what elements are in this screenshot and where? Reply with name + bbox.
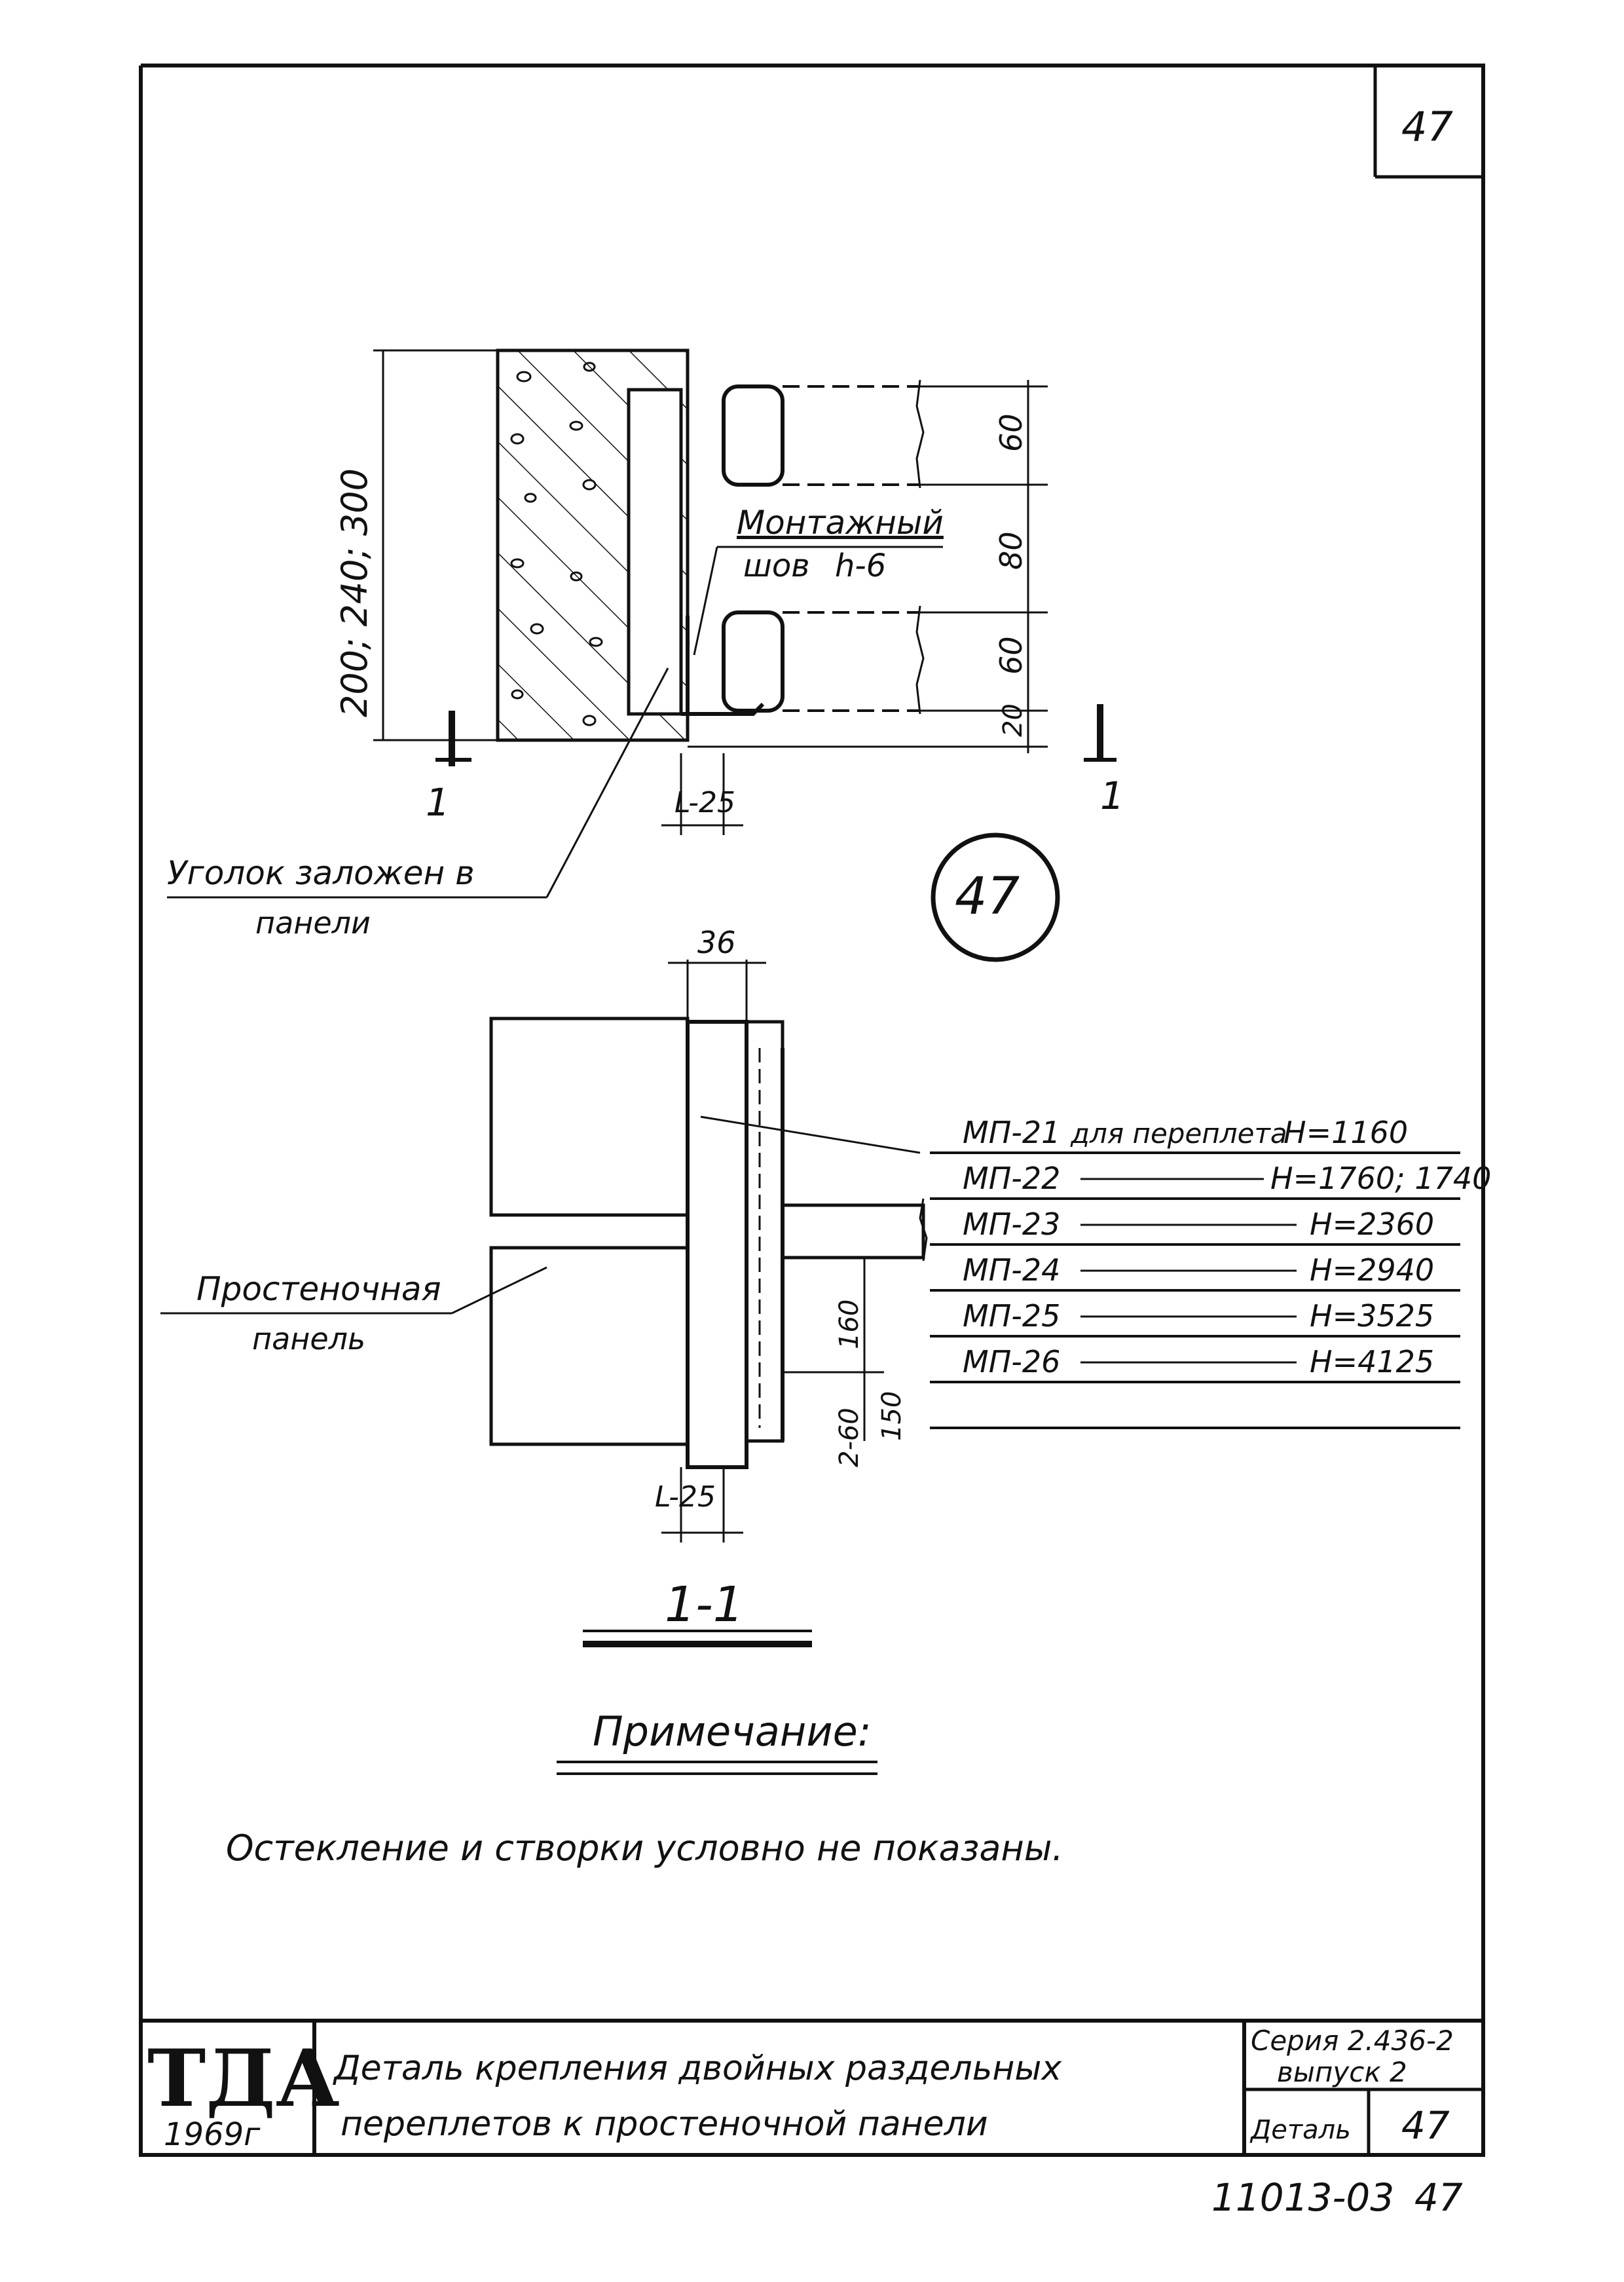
angle-label-line2: панели [255,905,371,941]
angle-label-line1: Уголок заложен в [167,854,475,892]
section-mark-left: 1 [426,711,471,825]
plan-detail: 200; 240; 300 60 80 60 20 Монтажный шов … [167,348,1124,941]
frame-profile-lower [722,610,784,713]
plan-dim-60-top: 60 [993,413,1029,452]
plan-dim-20: 20 [998,703,1028,737]
svg-text:H=2940: H=2940 [1310,1252,1434,1288]
note: Примечание: Остекление и створки условно… [226,1708,1063,1869]
svg-text:1: 1 [1100,774,1124,818]
section-top-dim: 36 [697,925,736,960]
plan-bottom-dim: L-25 [674,786,735,819]
mp-row: МП-26 H=4125 [963,1344,1434,1379]
section-bottom-dim: L-25 [655,1480,716,1514]
section-title: 1-1 [665,1577,744,1633]
panel-label-line1: Простеночная [196,1270,441,1308]
title-line2: переплетов к простеночной панели [341,2104,988,2144]
section-dim-150: 150 [877,1391,907,1441]
svg-text:МП-24: МП-24 [963,1252,1060,1288]
svg-text:H=3525: H=3525 [1310,1298,1434,1334]
svg-text:МП-21: МП-21 [963,1115,1060,1150]
mp-row: МП-23 H=2360 [963,1206,1434,1242]
title-block: ТДА 1969г Деталь крепления двойных разде… [141,2019,1483,2220]
plan-left-dimension: 200; 240; 300 [334,468,375,717]
frame-profile-vertical [686,1020,748,1469]
doc-number: 11013-03 [1211,2175,1394,2220]
detail-circle: 47 [931,832,1060,962]
svg-text:47: 47 [955,867,1020,926]
embedded-angle [627,388,683,716]
series-label: Серия 2.436-2 [1251,2025,1454,2057]
svg-text:МП-22: МП-22 [963,1161,1060,1196]
svg-text:МП-23: МП-23 [963,1206,1060,1242]
plan-dim-80: 80 [993,531,1029,570]
note-heading: Примечание: [593,1708,872,1755]
year: 1969г [164,2116,261,2153]
mp-row: МП-24 H=2940 [963,1252,1434,1288]
wall-panel-lower [489,1246,690,1446]
mp-row: МП-22 H=1760; 1740 [963,1161,1491,1196]
wall-panel-upper [489,1017,690,1217]
corner-number-box: 47 [1373,65,1483,179]
title-line1: Деталь крепления двойных раздельных [333,2049,1062,2088]
detail-label: Деталь [1249,2115,1351,2145]
svg-text:для переплета: для переплета [1070,1117,1287,1150]
section-dim-260: 2-60 [834,1408,864,1467]
svg-text:H=4125: H=4125 [1310,1344,1434,1379]
weld-label-line1: Монтажный [737,504,944,542]
mp-table: МП-21 для переплета H=1160 МП-22 H=1760;… [930,1115,1491,1429]
mp-row: МП-25 H=3525 [963,1298,1434,1334]
svg-text:МП-25: МП-25 [963,1298,1060,1334]
mp-row: МП-21 для переплета H=1160 [963,1115,1408,1150]
plan-dim-60-bottom: 60 [993,636,1029,675]
section-detail: 36 L-25 160 2-60 150 Простеночная панель [160,925,1491,1647]
section-dim-160: 160 [834,1300,864,1349]
detail-number: 47 [1401,2103,1450,2148]
logo: ТДА [147,2032,340,2125]
panel-label-line2: панель [252,1321,365,1356]
frame-profile-upper [722,384,784,487]
sheet-number: 47 [1414,2175,1463,2220]
note-text: Остекление и створки условно не показаны… [226,1827,1063,1869]
svg-text:H=1160: H=1160 [1283,1115,1408,1150]
svg-text:H=1760; 1740: H=1760; 1740 [1270,1161,1491,1196]
weld-label-line2: шов [743,548,810,584]
issue-label: выпуск 2 [1277,2056,1407,2088]
sheet-frame [139,64,1485,2157]
svg-text:1: 1 [426,780,450,825]
weld-label-size: h-6 [835,548,886,584]
transom [781,1203,925,1260]
svg-text:МП-26: МП-26 [963,1344,1060,1379]
corner-number: 47 [1401,103,1453,151]
section-mark-right: 1 [1084,704,1124,818]
svg-text:H=2360: H=2360 [1310,1206,1434,1242]
